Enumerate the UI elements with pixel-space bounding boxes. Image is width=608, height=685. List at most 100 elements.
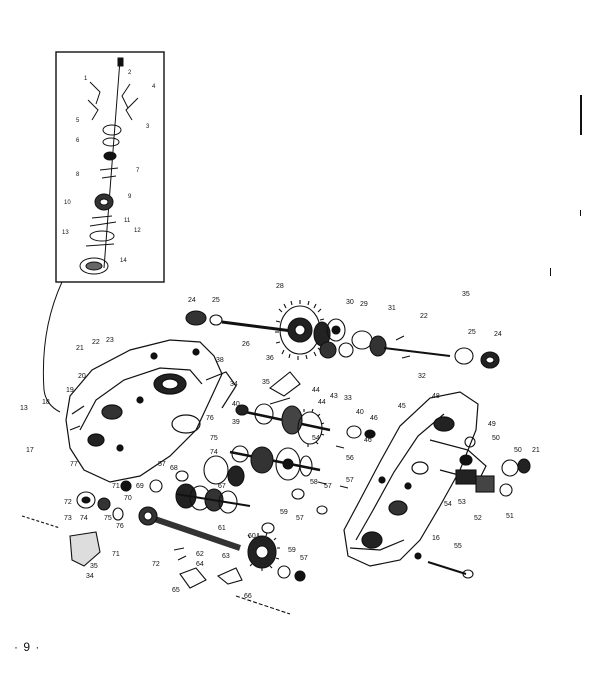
callout: 50 (514, 447, 522, 454)
callout: 21 (76, 345, 84, 352)
callout: 51 (506, 513, 514, 520)
callout: 18 (42, 399, 50, 406)
callout: 24 (494, 331, 502, 338)
callout: 28 (276, 283, 284, 290)
callout: 56 (346, 455, 354, 462)
inset-callout-labels: 1 2 3 4 5 6 7 8 9 10 11 12 13 14 (62, 70, 156, 264)
callout: 72 (152, 561, 160, 568)
callout: 21 (532, 447, 540, 454)
callout: 65 (172, 587, 180, 594)
page-number: · 9 · (14, 640, 41, 654)
inset-box (55, 51, 165, 283)
callout: 36 (266, 355, 274, 362)
callout: 63 (222, 553, 230, 560)
callout: 5 (76, 118, 80, 124)
callout: 22 (92, 339, 100, 346)
callout: 1 (84, 76, 88, 82)
callout: 9 (128, 194, 132, 200)
callout: 44 (312, 387, 320, 394)
callout: 76 (206, 415, 214, 422)
callout: 61 (218, 525, 226, 532)
callout: 49 (488, 421, 496, 428)
callout: 46 (370, 415, 378, 422)
callout: 70 (124, 495, 132, 502)
callout: 75 (210, 435, 218, 442)
callout: 35 (262, 379, 270, 386)
callout: 14 (120, 258, 127, 264)
callout: 76 (116, 523, 124, 530)
callout: 34 (230, 381, 238, 388)
right-side-parts (414, 436, 531, 579)
callout: 57 (296, 515, 304, 522)
callout: 3 (146, 124, 150, 130)
callout: 17 (26, 447, 34, 454)
callout: 24 (188, 297, 196, 304)
callout: 30 (346, 299, 354, 306)
scan-mark (580, 95, 582, 135)
callout: 2 (128, 70, 132, 76)
callout: 40 (356, 409, 364, 416)
callout: 20 (78, 373, 86, 380)
callout: 77 (70, 461, 78, 468)
callout: 4 (152, 84, 156, 90)
callout: 57 (324, 483, 332, 490)
top-shaft-assembly (185, 300, 500, 369)
callout: 62 (196, 551, 204, 558)
callout: 8 (76, 172, 80, 178)
callout: 45 (398, 403, 406, 410)
callout: 48 (432, 393, 440, 400)
callout: 31 (388, 305, 396, 312)
callout: 19 (66, 387, 74, 394)
callout: 13 (62, 230, 69, 236)
callout: 13 (20, 405, 28, 412)
left-housing (65, 339, 237, 483)
callout: 71 (112, 551, 120, 558)
callout: 33 (344, 395, 352, 402)
callout: 46 (364, 437, 372, 444)
callout: 57 (346, 477, 354, 484)
callout: 44 (318, 399, 326, 406)
callout: 32 (418, 373, 426, 380)
callout: 7 (136, 168, 140, 174)
callout: 16 (432, 535, 440, 542)
callout: 64 (196, 561, 204, 568)
callout: 50 (492, 435, 500, 442)
callout: 57 (300, 555, 308, 562)
callout: 60 (248, 533, 256, 540)
callout: 52 (474, 515, 482, 522)
scan-mark (550, 268, 551, 276)
main-callout-labels: 13 17 18 19 20 21 22 23 24 25 26 28 29 3… (20, 283, 540, 600)
callout: 55 (454, 543, 462, 550)
callout: 68 (170, 465, 178, 472)
callout: 6 (76, 138, 80, 144)
callout: 40 (232, 401, 240, 408)
callout: 74 (210, 449, 218, 456)
callout: 43 (330, 393, 338, 400)
callout: 74 (80, 515, 88, 522)
callout: 29 (360, 301, 368, 308)
right-housing (343, 391, 487, 567)
callout: 35 (90, 563, 98, 570)
callout: 54 (312, 435, 320, 442)
callout: 10 (64, 200, 71, 206)
callout: 58 (310, 479, 318, 486)
callout: 59 (280, 509, 288, 516)
callout: 54 (444, 501, 452, 508)
callout: 23 (106, 337, 114, 344)
callout: 57 (158, 461, 166, 468)
callout: 67 (218, 483, 226, 490)
callout: 11 (124, 218, 131, 224)
callout: 66 (244, 593, 252, 600)
inset-leader-line (42, 281, 63, 413)
callout: 12 (134, 228, 141, 234)
callout: 69 (136, 483, 144, 490)
callout: 59 (288, 547, 296, 554)
callout: 71 (112, 483, 120, 490)
callout: 72 (64, 499, 72, 506)
scan-mark (580, 210, 581, 216)
callout: 25 (468, 329, 476, 336)
callout: 75 (104, 515, 112, 522)
callout: 34 (86, 573, 94, 580)
